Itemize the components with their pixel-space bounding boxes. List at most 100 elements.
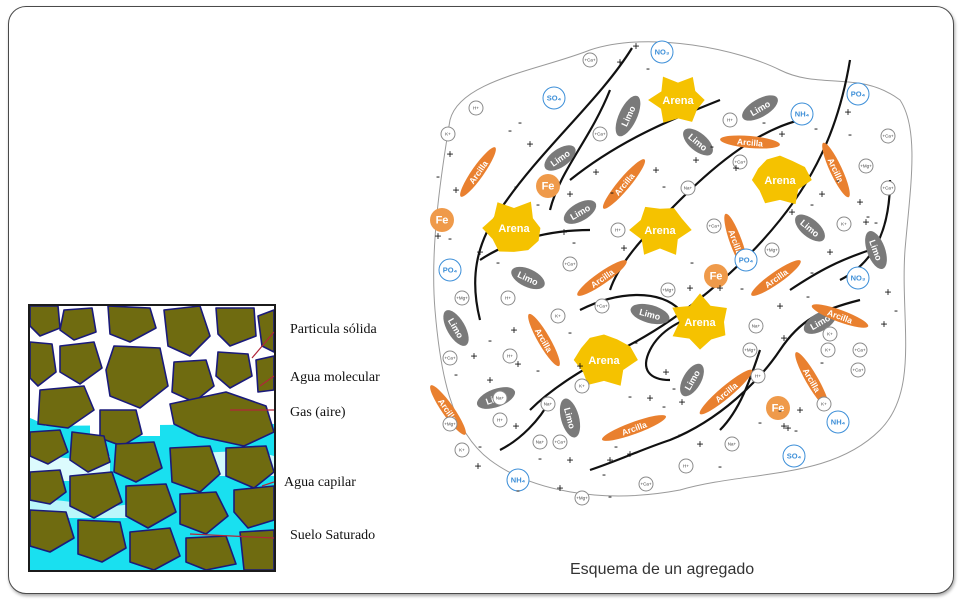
negative-charge: - bbox=[454, 367, 458, 381]
silt-particle: Limo bbox=[683, 128, 713, 156]
svg-text:H+: H+ bbox=[507, 354, 513, 359]
negative-charge: - bbox=[866, 209, 870, 223]
svg-text:Arcilla: Arcilla bbox=[612, 171, 637, 198]
negative-charge: - bbox=[602, 467, 606, 481]
svg-text:+Mg+: +Mg+ bbox=[662, 288, 674, 293]
positive-charge: + bbox=[476, 245, 483, 259]
positive-charge: + bbox=[512, 419, 519, 433]
positive-charge: + bbox=[616, 55, 623, 69]
svg-text:K+: K+ bbox=[555, 314, 561, 319]
positive-charge: + bbox=[716, 281, 723, 295]
svg-text:K+: K+ bbox=[459, 448, 465, 453]
ion-na: Na+ bbox=[492, 390, 508, 406]
solid-particle bbox=[215, 307, 257, 347]
solid-particle bbox=[59, 307, 97, 341]
svg-text:Fe: Fe bbox=[710, 271, 723, 283]
positive-charge: + bbox=[592, 165, 599, 179]
solid-particle bbox=[30, 509, 75, 553]
svg-text:Arena: Arena bbox=[684, 317, 716, 329]
negative-charge: - bbox=[762, 115, 766, 129]
svg-text:SO₄: SO₄ bbox=[547, 94, 562, 103]
ion-h: H+ bbox=[750, 368, 766, 384]
ion-nh4: NH₄ bbox=[826, 410, 850, 434]
svg-text:Arena: Arena bbox=[644, 225, 676, 237]
ion-mg: +Mg+ bbox=[742, 342, 758, 358]
positive-charge: + bbox=[452, 183, 459, 197]
ion-so4: SO₄ bbox=[782, 444, 806, 468]
svg-text:+Mg+: +Mg+ bbox=[744, 348, 756, 353]
positive-charge: + bbox=[796, 403, 803, 417]
sand-particle: Arena bbox=[751, 155, 812, 205]
soil-phases-diagram bbox=[28, 304, 276, 572]
solid-particle bbox=[225, 445, 274, 489]
svg-text:K+: K+ bbox=[825, 348, 831, 353]
silt-particle: Limo bbox=[680, 363, 704, 397]
negative-charge: - bbox=[820, 355, 824, 369]
svg-text:Arena: Arena bbox=[662, 95, 694, 107]
positive-charge: + bbox=[788, 205, 795, 219]
svg-text:+Ca+: +Ca+ bbox=[882, 186, 893, 191]
solid-particle bbox=[69, 471, 123, 519]
clay-particle: Arcilla bbox=[601, 415, 667, 441]
positive-charge: + bbox=[818, 187, 825, 201]
solid-particle bbox=[125, 483, 177, 529]
positive-charge: + bbox=[678, 395, 685, 409]
svg-text:+Ca+: +Ca+ bbox=[708, 224, 719, 229]
negative-charge: - bbox=[488, 333, 492, 347]
solid-particle bbox=[37, 385, 95, 429]
silt-particle: Limo bbox=[563, 200, 597, 224]
negative-charge: - bbox=[678, 427, 682, 441]
svg-text:+Ca+: +Ca+ bbox=[584, 58, 595, 63]
ion-h: H+ bbox=[492, 412, 508, 428]
svg-text:K+: K+ bbox=[445, 132, 451, 137]
label-saturated-soil: Suelo Saturado bbox=[290, 528, 376, 543]
positive-charge: + bbox=[652, 163, 659, 177]
ion-ca: +Ca+ bbox=[706, 218, 722, 234]
ion-po4: PO₄ bbox=[438, 258, 462, 282]
solid-particles bbox=[30, 306, 274, 570]
negative-charge: - bbox=[536, 363, 540, 377]
positive-charge: + bbox=[446, 147, 453, 161]
positive-charge: + bbox=[880, 317, 887, 331]
sand-particle: Arena bbox=[573, 334, 638, 386]
clay-particle: Arcilla bbox=[720, 135, 780, 149]
iron-particle: Fe bbox=[766, 396, 790, 420]
svg-text:K+: K+ bbox=[579, 384, 585, 389]
negative-charge: - bbox=[568, 325, 572, 339]
svg-text:+Ca+: +Ca+ bbox=[596, 304, 607, 309]
ion-na: Na+ bbox=[532, 434, 548, 450]
ion-po4: PO₄ bbox=[846, 82, 870, 106]
ion-na: Na+ bbox=[540, 396, 556, 412]
negative-charge: - bbox=[740, 281, 744, 295]
soil-particles-illustration bbox=[30, 306, 274, 570]
positive-charge: + bbox=[620, 241, 627, 255]
negative-charge: - bbox=[848, 127, 852, 141]
negative-charge: - bbox=[634, 335, 638, 349]
svg-text:Arena: Arena bbox=[764, 175, 796, 187]
svg-text:Fe: Fe bbox=[772, 403, 785, 415]
ion-ca: +Ca+ bbox=[592, 126, 608, 142]
ion-na: Na+ bbox=[680, 180, 696, 196]
negative-charge: - bbox=[758, 415, 762, 429]
solid-particle bbox=[239, 529, 274, 570]
negative-charge: - bbox=[794, 423, 798, 437]
solid-particle bbox=[169, 445, 221, 493]
ion-mg: +Mg+ bbox=[764, 242, 780, 258]
svg-text:Na+: Na+ bbox=[728, 442, 737, 447]
svg-text:Arcilla: Arcilla bbox=[763, 267, 790, 290]
solid-particle bbox=[30, 469, 67, 505]
clay-particle: Arcilla bbox=[699, 369, 753, 415]
solid-particle bbox=[169, 391, 274, 447]
clay-particle: Arcilla bbox=[460, 147, 496, 197]
positive-charge: + bbox=[576, 359, 583, 373]
iron-particle: Fe bbox=[430, 208, 454, 232]
svg-text:+Mg+: +Mg+ bbox=[766, 248, 778, 253]
svg-text:H+: H+ bbox=[505, 296, 511, 301]
positive-charge: + bbox=[434, 229, 441, 243]
ion-k: K+ bbox=[574, 378, 590, 394]
ion-ca: +Ca+ bbox=[638, 476, 654, 492]
negative-charge: - bbox=[662, 399, 666, 413]
sand-particle: Arena bbox=[629, 206, 692, 255]
